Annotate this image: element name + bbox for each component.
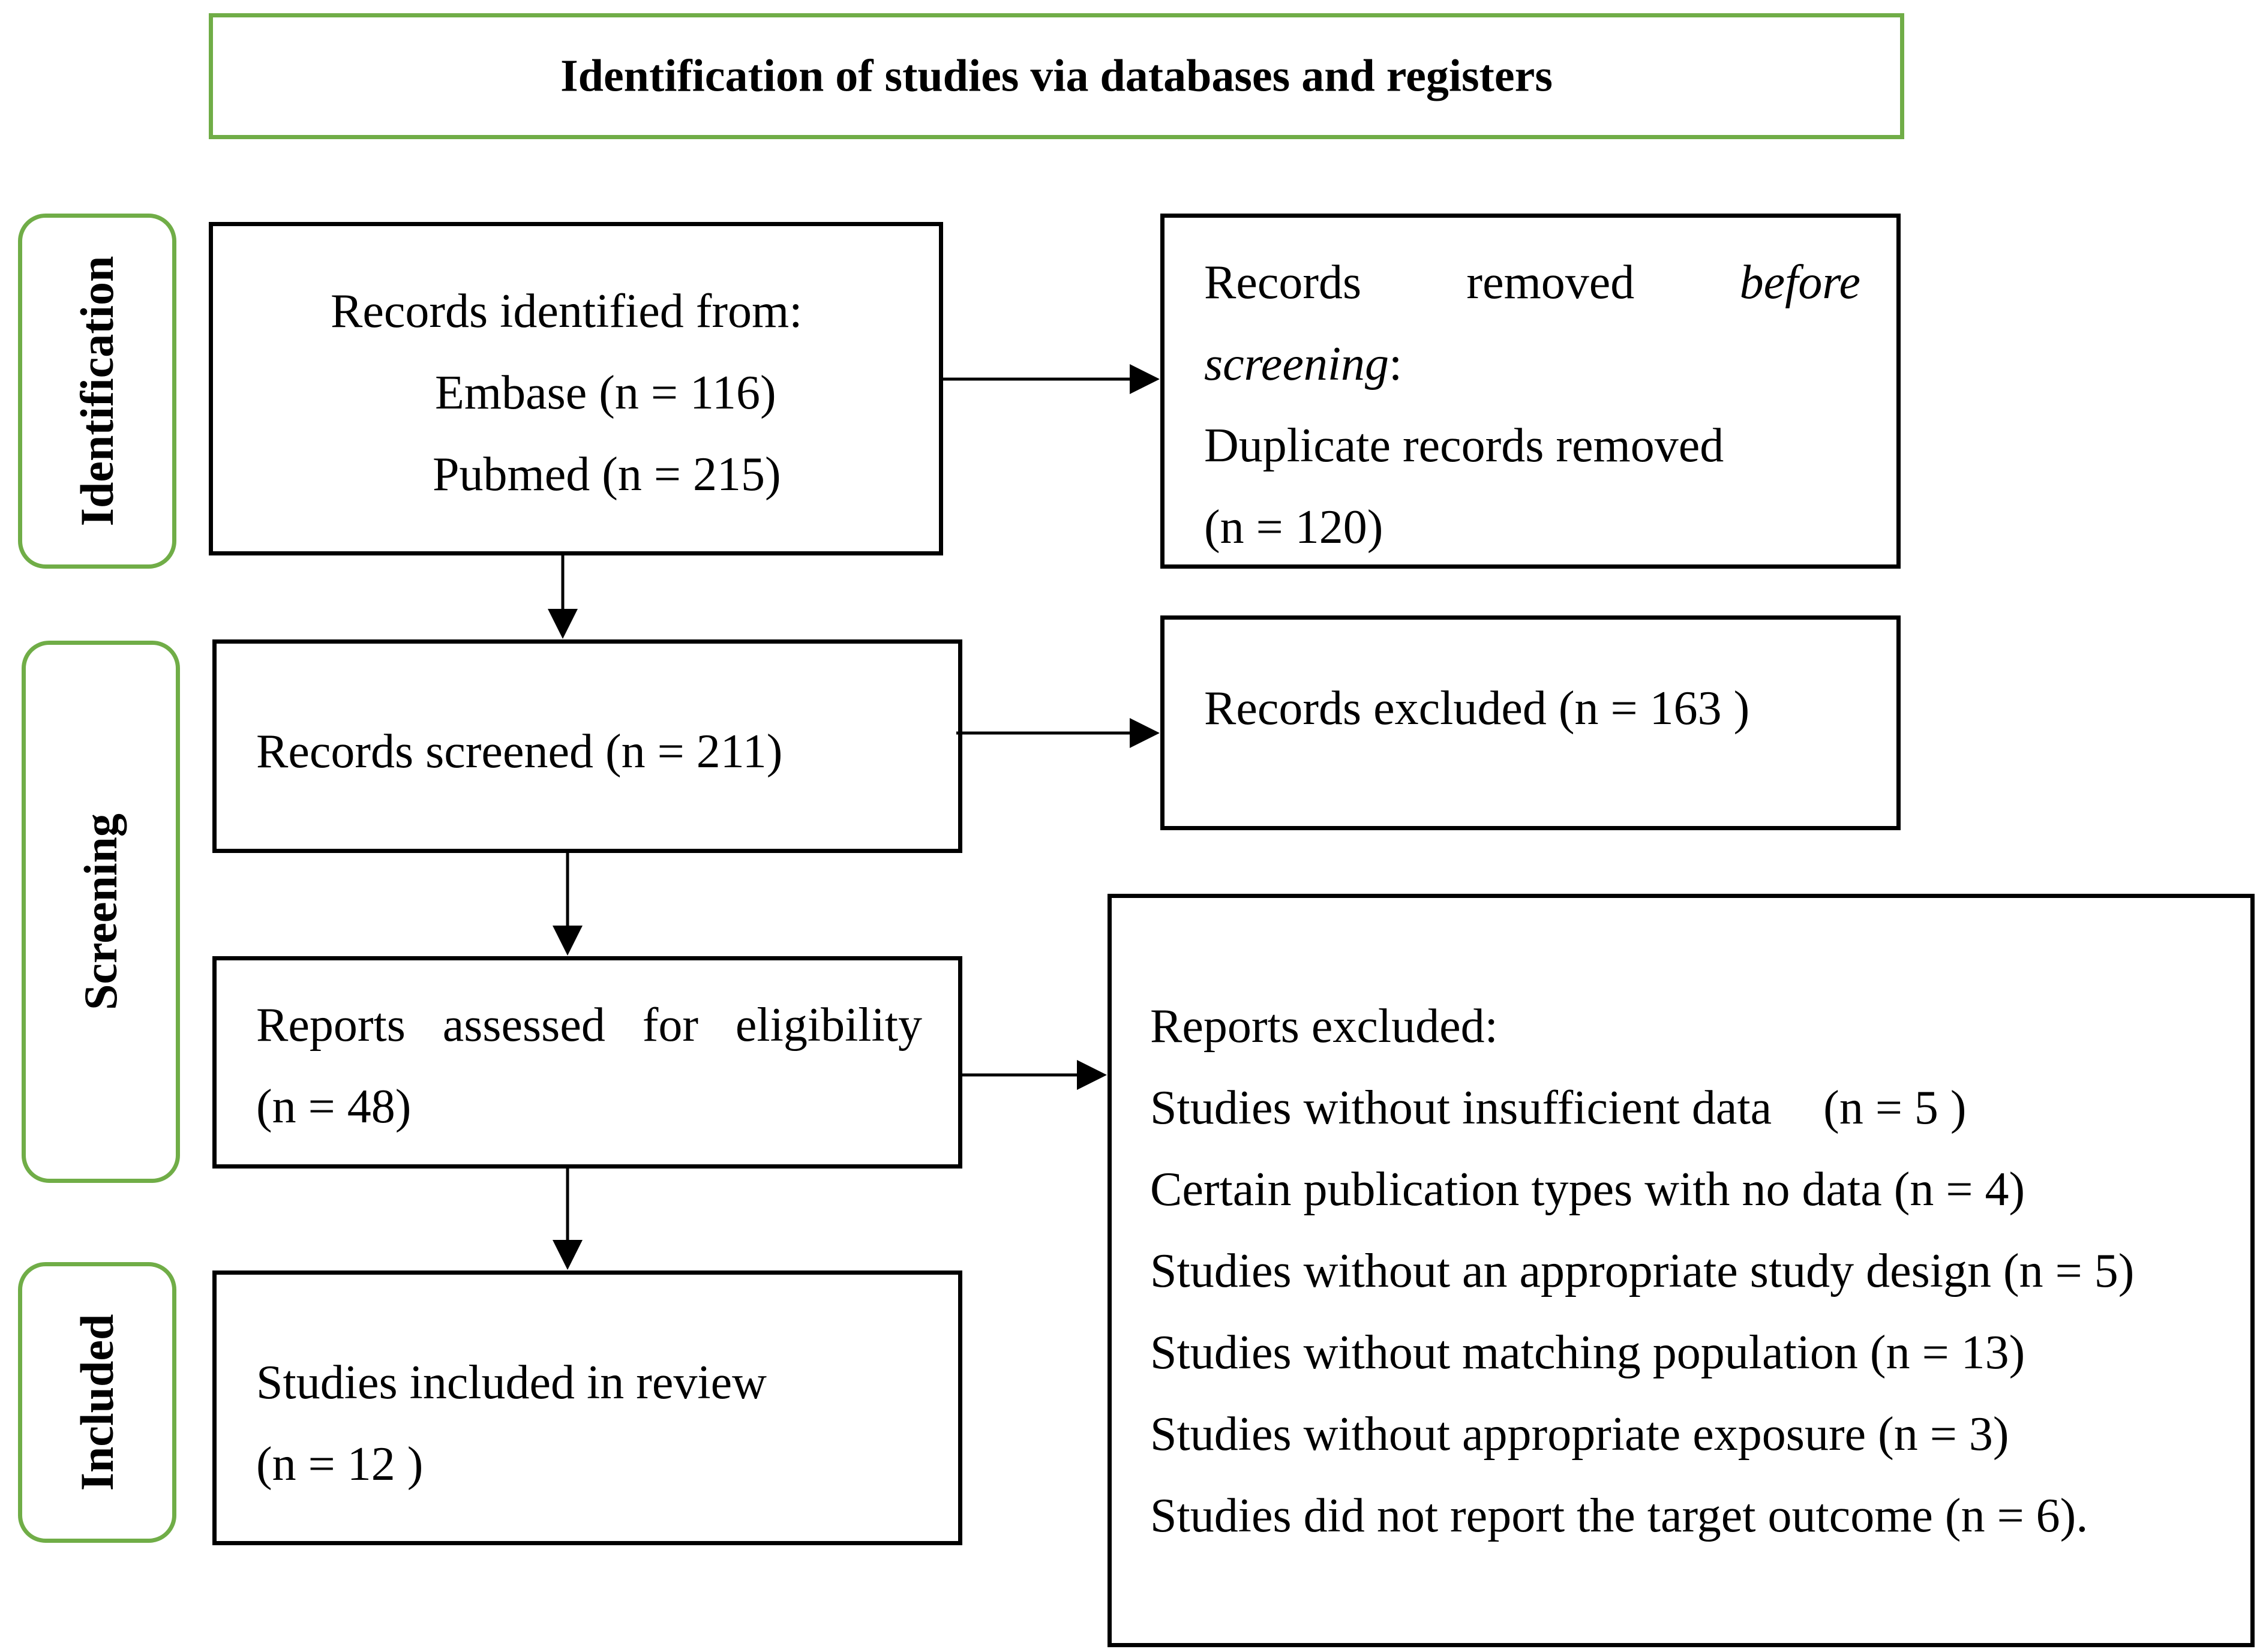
records-identified-box: Records identified from: Embase (n = 116… [209,222,943,555]
assessed-word-assessed: assessed [442,999,605,1052]
reason-insufficient-data-text: Studies without insufficient data [1150,1082,1772,1134]
reason-insufficient-data: Studies without insufficient data (n = 5 … [1150,1067,1967,1149]
reason-study-design: Studies without an appropriate study des… [1150,1245,2135,1297]
studies-included-count: (n = 12 ) [256,1438,424,1491]
title-box: Identification of studies via databases … [209,13,1904,139]
reports-assessed-box: Reports assessed for eligibility (n = 48… [212,956,962,1169]
reason-publication-types: Certain publication types with no data (… [1150,1163,2025,1216]
records-excluded-text: Records excluded (n = 163 ) [1204,682,1750,735]
studies-included-label: Studies included in review [256,1356,767,1409]
records-removed-line1: Records removed before [1204,242,1860,323]
records-pubmed: Pubmed (n = 215) [433,448,781,501]
removed-colon: : [1389,338,1403,391]
records-embase: Embase (n = 116) [435,367,776,419]
phase-included: Included [18,1262,176,1543]
records-removed-line2: screening: [1204,323,1402,405]
removed-word-screening: screening [1204,338,1389,391]
reports-assessed-count: (n = 48) [256,1080,412,1133]
records-screened-text: Records screened (n = 211) [256,725,783,778]
phase-identification: Identification [18,214,176,569]
duplicate-records-label: Duplicate records removed [1204,419,1724,472]
reports-excluded-heading: Reports excluded: [1150,1000,1498,1053]
removed-word-before: before [1739,256,1860,309]
studies-included-box: Studies included in review (n = 12 ) [212,1270,962,1545]
records-removed-box: Records removed before screening: Duplic… [1160,214,1901,569]
reports-assessed-line1: Reports assessed for eligibility [256,984,922,1066]
reason-insufficient-data-count: (n = 5 ) [1823,1082,1967,1134]
duplicate-records-count: (n = 120) [1204,501,1383,554]
assessed-word-reports: Reports [256,999,406,1052]
phase-screening: Screening [22,641,180,1183]
reason-exposure: Studies without appropriate exposure (n … [1150,1408,2009,1461]
records-identified-heading: Records identified from: [331,285,803,338]
assessed-word-for: for [642,999,698,1052]
diagram-title: Identification of studies via databases … [560,50,1553,101]
assessed-word-eligibility: eligibility [735,999,922,1052]
records-excluded-box: Records excluded (n = 163 ) [1160,615,1901,830]
records-screened-box: Records screened (n = 211) [212,639,962,853]
removed-word-removed: removed [1466,256,1635,309]
removed-word-records: Records [1204,256,1362,309]
reason-target-outcome: Studies did not report the target outcom… [1150,1489,2088,1542]
reason-population: Studies without matching population (n =… [1150,1326,2025,1379]
reports-excluded-box: Reports excluded: Studies without insuff… [1108,894,2255,1647]
